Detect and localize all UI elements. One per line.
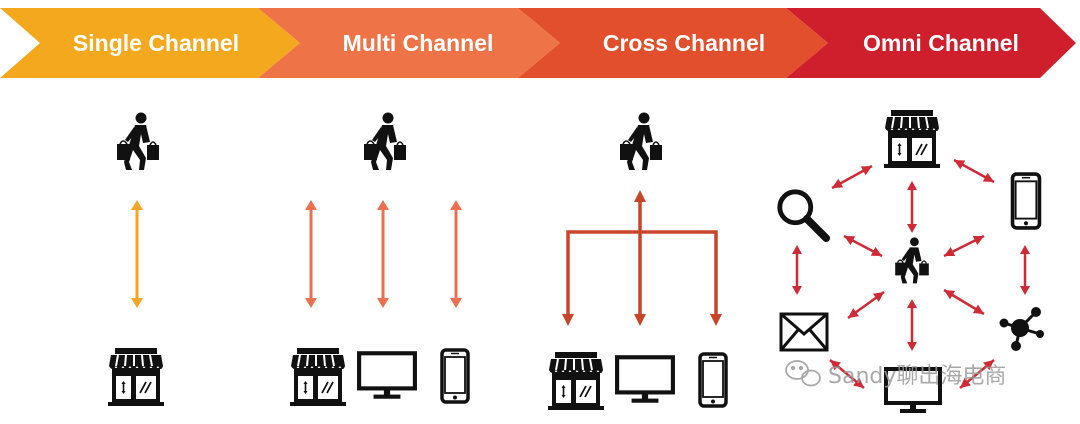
header-multi-channel bbox=[258, 8, 560, 78]
arrowhead bbox=[972, 304, 984, 314]
store-icon bbox=[289, 347, 347, 406]
multi-arrow-monitor bbox=[377, 200, 389, 308]
single-arrow bbox=[131, 200, 143, 308]
header-cross-channel bbox=[518, 8, 828, 78]
arrowhead bbox=[832, 178, 844, 188]
cross-arrow-tree bbox=[562, 190, 722, 326]
arrowhead bbox=[954, 160, 966, 170]
header-omni-channel bbox=[786, 8, 1076, 78]
arrowhead bbox=[983, 360, 994, 371]
monitor-icon bbox=[359, 353, 415, 398]
header-label-multi: Multi Channel bbox=[343, 30, 494, 56]
network-icon bbox=[998, 305, 1046, 353]
store-icon bbox=[107, 347, 165, 406]
shopper-icon bbox=[894, 236, 930, 285]
store-icon bbox=[883, 109, 941, 168]
header-single-channel bbox=[0, 8, 300, 78]
arrowhead bbox=[830, 360, 841, 371]
omni-arrows bbox=[792, 158, 1030, 389]
header-label-single: Single Channel bbox=[73, 30, 239, 56]
phone-icon bbox=[1010, 172, 1042, 230]
multi-arrow-store bbox=[305, 200, 317, 308]
watermark-text: Sandy聊出海电商 bbox=[828, 364, 1006, 389]
header-label-cross: Cross Channel bbox=[603, 30, 765, 56]
phone-icon bbox=[440, 348, 470, 404]
arrowhead bbox=[982, 172, 994, 182]
search-icon bbox=[780, 192, 826, 238]
cross-channel-panel bbox=[547, 112, 728, 410]
store-icon bbox=[547, 351, 605, 410]
arrowhead bbox=[972, 236, 984, 245]
arrowhead bbox=[870, 246, 882, 256]
watermark: Sandy聊出海电商 bbox=[785, 360, 1006, 389]
arrowhead bbox=[860, 166, 872, 176]
shopper-icon bbox=[363, 112, 407, 171]
multi-channel-panel bbox=[289, 112, 470, 406]
arrowhead bbox=[844, 236, 856, 246]
header-bar: Single Channel Multi Channel Cross Chann… bbox=[0, 8, 1076, 78]
monitor-icon bbox=[617, 357, 673, 402]
mail-icon bbox=[779, 312, 829, 352]
arrowhead bbox=[853, 377, 864, 388]
wechat-icon bbox=[785, 360, 821, 387]
omni-channel-panel bbox=[779, 109, 1046, 413]
shopper-icon bbox=[619, 112, 663, 171]
arrowhead bbox=[872, 292, 884, 302]
single-channel-panel bbox=[107, 112, 165, 406]
phone-icon bbox=[698, 352, 728, 408]
shopper-icon bbox=[116, 112, 160, 171]
arrowhead bbox=[960, 377, 971, 388]
arrowhead bbox=[944, 247, 956, 256]
header-label-omni: Omni Channel bbox=[863, 30, 1019, 56]
multi-arrow-phone bbox=[450, 200, 462, 308]
arrowhead bbox=[848, 308, 860, 318]
arrowhead bbox=[944, 290, 956, 300]
